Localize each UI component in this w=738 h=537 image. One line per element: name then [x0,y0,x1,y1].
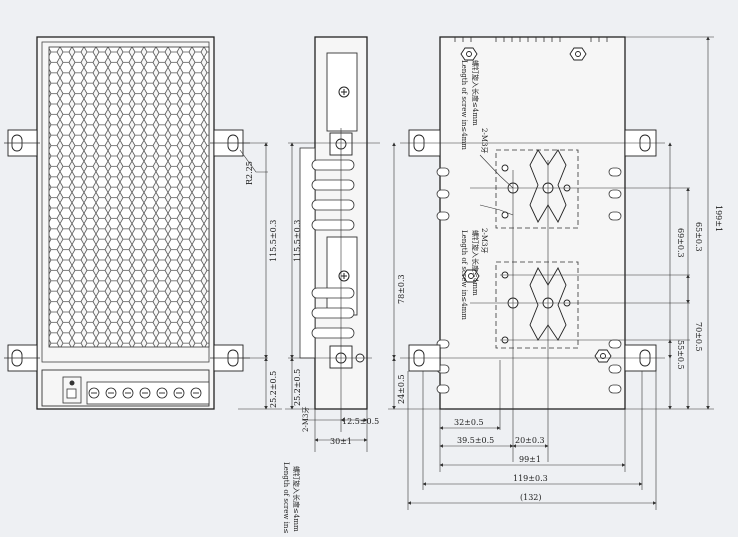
dim-39-5: 39.5±0.5 [457,436,494,445]
dim-69: 69±0.3 [676,228,685,258]
dim-99: 99±1 [519,455,541,464]
dim-32: 32±0.5 [454,418,484,427]
tag-m3-top: 2-M3牙 [480,128,488,153]
note-en-side: Length of screw in≤4mm [282,462,290,533]
dim-119: 119±0.3 [513,474,548,483]
notes-top: 螺钉旋入长度≤4mm Length of screw in≤4mm 2-M3牙 … [460,60,488,320]
dim-30: 30±1 [330,437,352,446]
dim-20: 20±0.3 [515,436,545,445]
tag-m3-mid: 2-M3牙 [480,228,488,253]
dim-r225: R2.25 [245,161,254,185]
note-cn-mid: 螺钉旋入长度≤4mm [471,230,480,296]
terminal-screws [86,381,210,405]
dim-78: 78±0.3 [397,274,406,304]
note-cn-side: 螺钉旋入长度≤4mm [292,466,301,532]
dim-132: (132) [520,493,542,502]
honeycomb-vent [48,46,210,348]
note-cn-top: 螺钉旋入长度≤4mm [471,60,480,126]
dim-12-5: 12.5±0.5 [342,417,379,426]
dim-70: 70±0.5 [694,322,703,352]
bottom-view [400,36,690,462]
dim-115-5-side: 115.5±0.3 [293,220,302,262]
dim-65: 65±0.3 [694,222,703,252]
dim-25-2-side: 25.2±0.5 [293,369,302,406]
tag-m3-side: 2-M3牙 [302,407,310,432]
note-en-mid: Length of screw in≤4mm [460,230,468,320]
bottom-outline [439,36,626,410]
dim-115-5-front: 115.5±0.3 [269,220,278,262]
front-view [4,36,250,410]
dim-55: 55±0.5 [676,340,685,370]
side-view [288,36,380,432]
dim-24: 24±0.5 [397,374,406,404]
dim-199: 199±1 [714,205,723,232]
dim-25-2-front: 25.2±0.5 [269,371,278,408]
note-en-top: Length of screw in≤4mm [460,60,468,150]
